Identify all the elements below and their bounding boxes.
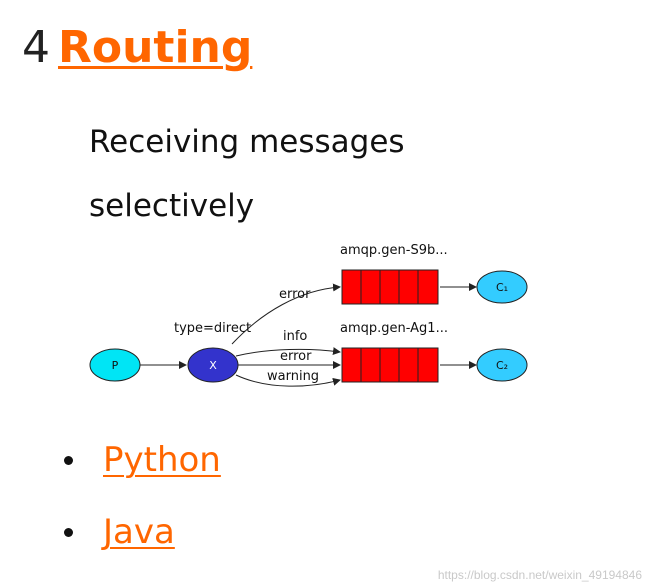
queue2-name: amqp.gen-Ag1... [340, 321, 448, 336]
python-link[interactable]: Python [103, 440, 221, 480]
bullet [64, 528, 73, 537]
consumer2-node [476, 348, 528, 382]
exchange-node [187, 347, 239, 383]
watermark: https://blog.csdn.net/weixin_49194846 [437, 568, 642, 582]
routing-title-link[interactable]: Routing [58, 22, 253, 73]
producer-node [89, 348, 141, 382]
binding-label-info: info [283, 329, 307, 344]
queue1-name: amqp.gen-S9b... [340, 243, 448, 258]
queue1 [341, 269, 439, 305]
section-number: 4 [22, 22, 50, 73]
binding-label-error-2: error [280, 349, 312, 364]
binding-label-error-1: error [279, 287, 311, 302]
list-item: Python [62, 430, 221, 502]
consumer2-label: C₂ [496, 359, 508, 372]
edge-x-q1-error [231, 283, 341, 345]
java-link[interactable]: Java [103, 512, 175, 552]
routing-diagram: amqp.gen-S9b... amqp.gen-Ag1... error ty… [89, 243, 528, 387]
queue2 [341, 347, 439, 383]
exchange-label: X [209, 359, 217, 372]
edge-x-q2-info [235, 347, 341, 357]
list-item: Java [62, 502, 221, 574]
producer-label: P [112, 359, 119, 372]
binding-label-warning: warning [267, 369, 319, 384]
edge-x-q2-warning [235, 374, 341, 387]
subtitle: Receiving messages selectively [89, 124, 405, 224]
consumer1-label: C₁ [496, 281, 508, 294]
bullet [64, 456, 73, 465]
exchange-type-label: type=direct [174, 321, 251, 336]
consumer1-node [476, 270, 528, 304]
tutorial-language-list: Python Java [62, 430, 221, 574]
